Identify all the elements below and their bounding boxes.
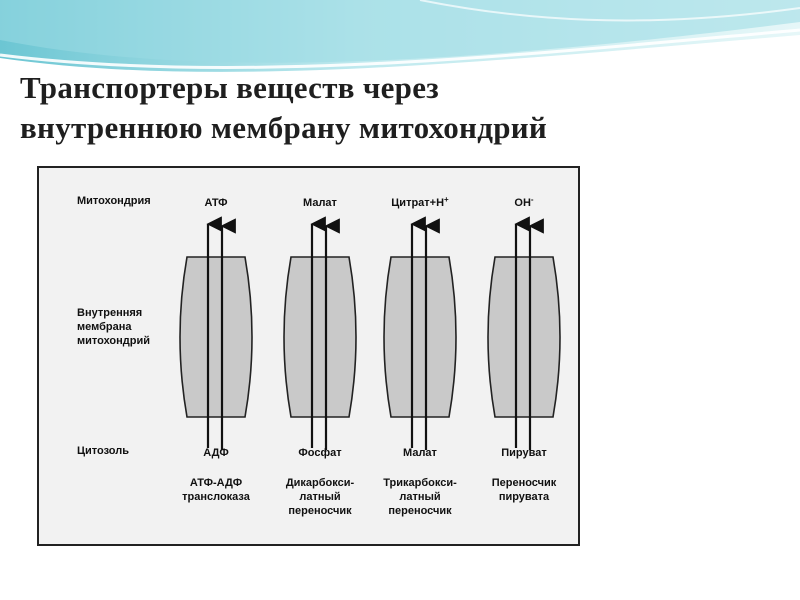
transporter-protein-body xyxy=(283,256,357,418)
transporter-name-line-1: Переносчик xyxy=(492,477,557,489)
header-wave-decoration xyxy=(0,0,800,75)
transporter-1 xyxy=(179,216,253,450)
transporter-name-line-3: переносчик xyxy=(288,505,352,517)
transporter-name-line-2: латный xyxy=(299,491,340,503)
cropped-caption-fragment xyxy=(37,557,157,565)
label-membrane-line-3: митохондрий xyxy=(77,335,150,347)
membrane-transport-diagram: Митохондрия Внутренняя мембрана митохонд… xyxy=(77,195,561,518)
transporter-protein-body xyxy=(179,256,253,418)
transporter-name-line-1: Дикарбокси- xyxy=(286,477,355,489)
transporter-name-line-2: пирувата xyxy=(499,491,550,503)
transporter-bottom-label: Малат xyxy=(403,447,438,459)
label-mitochondria: Митохондрия xyxy=(77,195,151,207)
slide-title-line-2: внутреннюю мембрану митохондрий xyxy=(20,110,548,145)
transporter-name-line-1: АТФ-АДФ xyxy=(190,477,242,489)
transporter-name-line-2: транслоказа xyxy=(182,491,251,503)
transporter-top-label: ОН- xyxy=(514,195,534,210)
transporter-proteins xyxy=(179,216,561,450)
transporter-name-line-1: Трикарбокси- xyxy=(383,477,457,489)
transporter-4 xyxy=(487,216,561,450)
slide-title-line-1: Транспортеры веществ через xyxy=(20,70,440,105)
transporter-top-label: Цитрат+Н+ xyxy=(391,195,449,210)
transporter-labels: АТФАДФАТФ-АДФтранслоказаМалатФосфатДикар… xyxy=(182,195,557,518)
label-cytosol: Цитозоль xyxy=(77,445,129,457)
transporter-3 xyxy=(383,216,457,450)
transporter-top-label: АТФ xyxy=(204,197,227,209)
transporter-name-line-2: латный xyxy=(399,491,440,503)
transporter-top-label: Малат xyxy=(303,197,338,209)
slide-title: Транспортеры веществ через внутреннюю ме… xyxy=(20,68,780,148)
transporter-bottom-label: Пируват xyxy=(501,447,547,459)
transporter-protein-body xyxy=(383,256,457,418)
label-membrane-line-2: мембрана xyxy=(77,321,132,333)
transporter-name-line-3: переносчик xyxy=(388,505,452,517)
transporter-protein-body xyxy=(487,256,561,418)
transporter-bottom-label: АДФ xyxy=(203,447,228,459)
transporter-bottom-label: Фосфат xyxy=(298,447,342,459)
label-membrane-line-1: Внутренняя xyxy=(77,307,142,319)
transporter-2 xyxy=(283,216,357,450)
